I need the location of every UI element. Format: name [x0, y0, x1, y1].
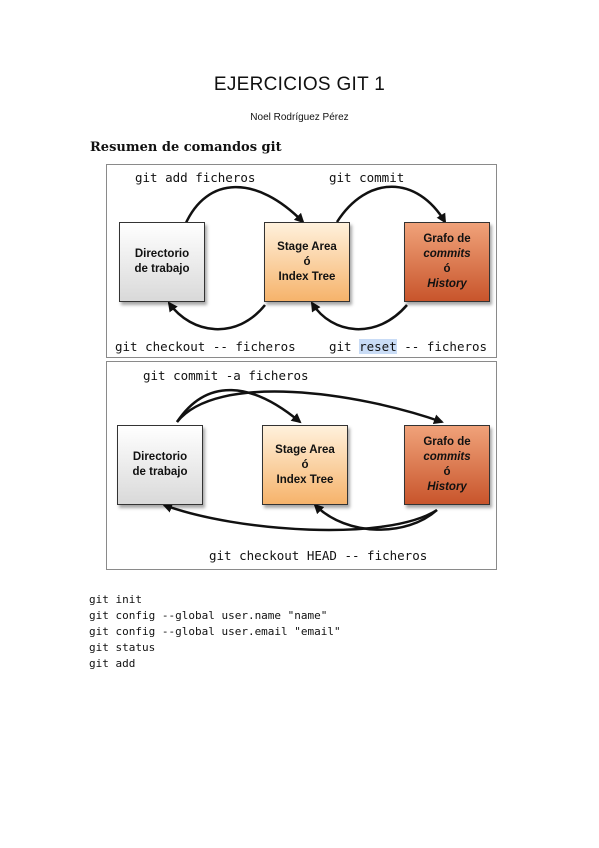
- box-commit-graph: Grafo de commits ó History: [404, 222, 490, 302]
- label-git-checkout-head: git checkout HEAD -- ficheros: [209, 548, 428, 563]
- section-heading: Resumen de comandos git: [90, 140, 282, 155]
- arrow-add: [183, 185, 305, 226]
- code-block: git init git config --global user.name "…: [89, 592, 341, 672]
- arrow-commit-a-stage: [175, 388, 302, 424]
- code-line: git config --global user.name "name": [89, 609, 328, 622]
- box-stage-area: Stage Area ó Index Tree: [264, 222, 350, 302]
- label-git-commit: git commit: [329, 170, 405, 185]
- box-stage-area: Stage Area ó Index Tree: [262, 425, 348, 505]
- arrow-checkout-head-workdir: [162, 503, 438, 532]
- arrow-commit: [335, 185, 447, 224]
- label-git-reset: git reset -- ficheros: [329, 339, 488, 354]
- box-working-directory: Directorio de trabajo: [119, 222, 205, 302]
- git-workflow-diagram-2: git commit -a ficheros git checkout HEAD…: [106, 361, 497, 570]
- arrow-commit-a-graph: [176, 390, 444, 425]
- code-line: git init: [89, 593, 142, 606]
- page-title: EJERCICIOS GIT 1: [213, 74, 386, 95]
- code-line: git status: [89, 641, 156, 654]
- arrow-reset: [310, 301, 408, 331]
- author-name: Noel Rodríguez Pérez: [250, 112, 349, 123]
- diagram-2-arrows: [162, 388, 444, 532]
- git-workflow-diagram-1: git add ficheros git commit git checkout…: [106, 164, 497, 358]
- arrow-checkout-head-stage: [313, 503, 438, 531]
- box-commit-graph: Grafo de commits ó History: [404, 425, 490, 505]
- arrow-checkout: [167, 301, 266, 331]
- reset-highlight: reset: [359, 339, 397, 354]
- code-line: git add: [89, 657, 136, 670]
- label-git-checkout: git checkout -- ficheros: [115, 339, 296, 354]
- label-git-add: git add ficheros: [135, 170, 256, 185]
- code-line: git config --global user.email "email": [89, 625, 341, 638]
- diagram-1-arrows: [167, 185, 447, 331]
- box-working-directory: Directorio de trabajo: [117, 425, 203, 505]
- label-git-commit-a: git commit -a ficheros: [143, 368, 309, 383]
